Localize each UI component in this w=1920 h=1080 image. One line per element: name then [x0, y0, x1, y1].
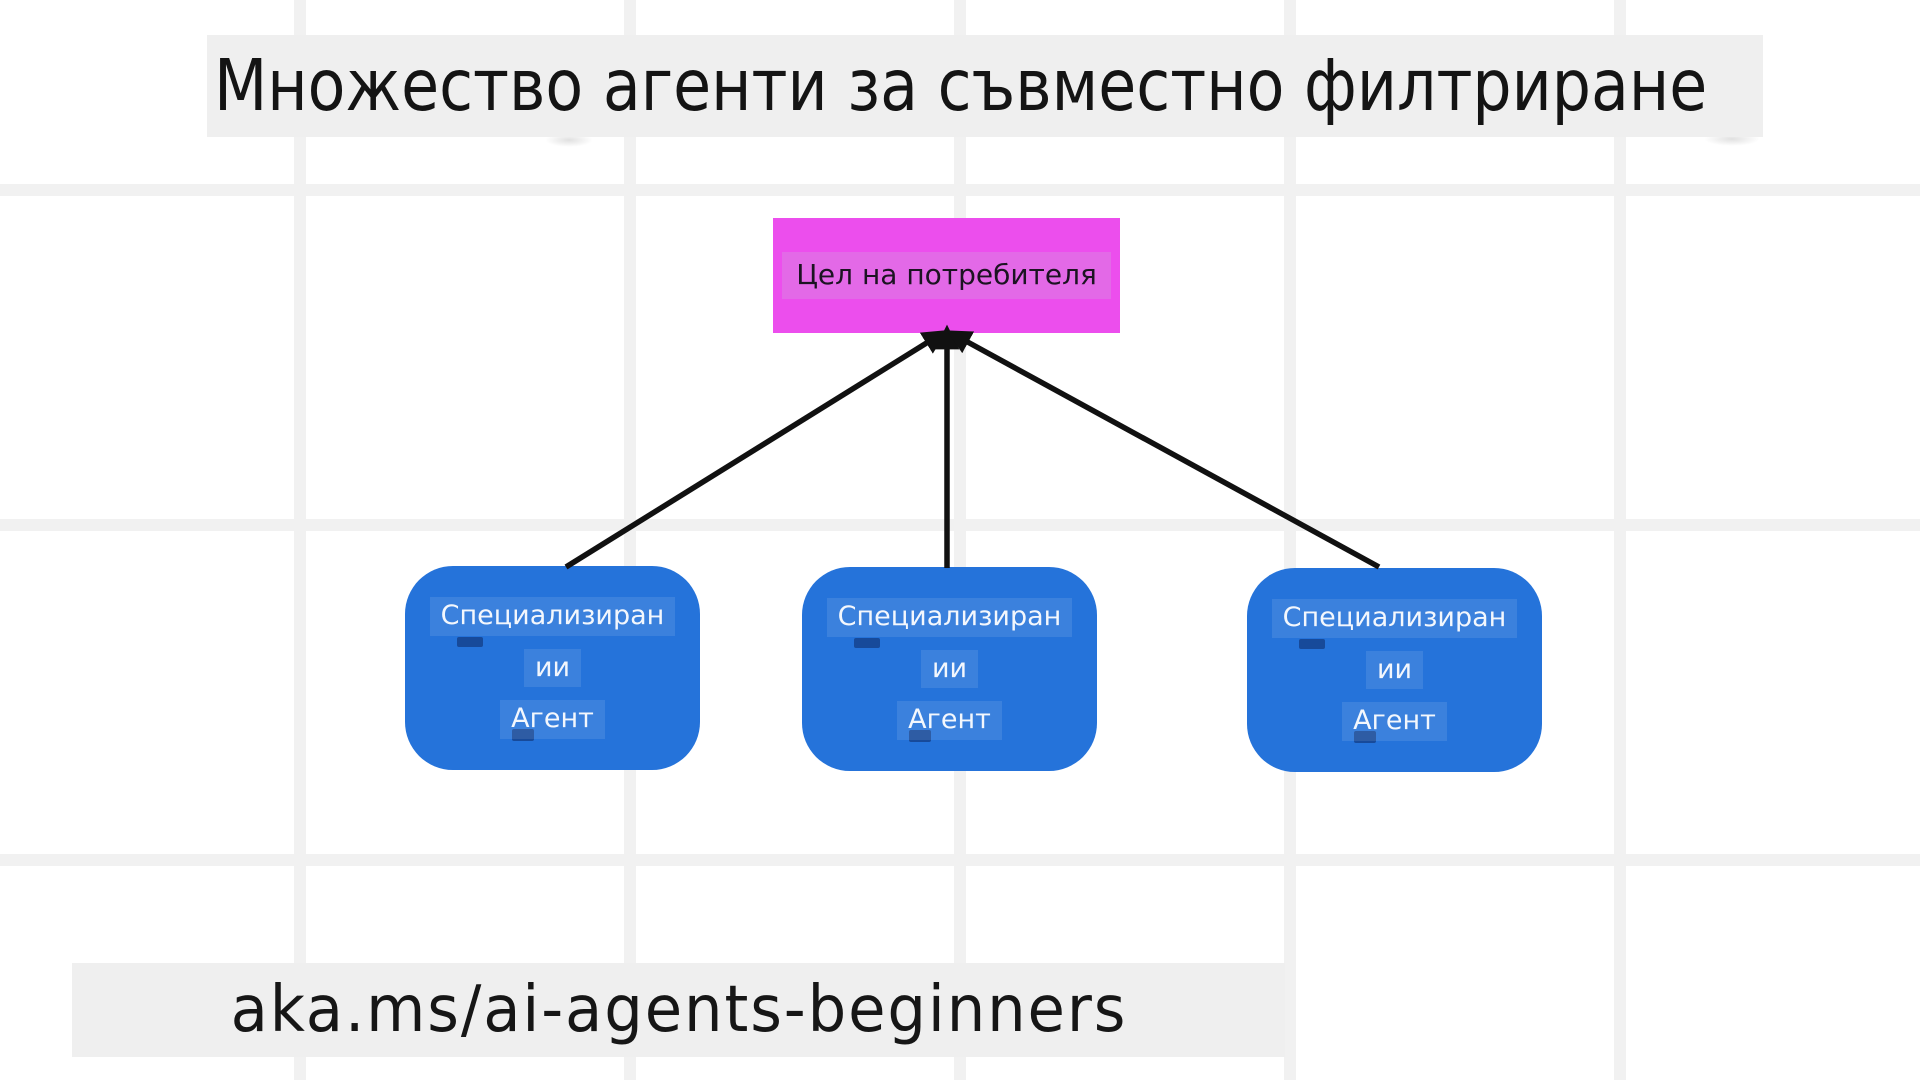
agent-node-3-label-line3: Агент: [1342, 702, 1447, 741]
agent-node-2-label-line1: Специализиран: [826, 598, 1073, 637]
text-artifact: [909, 730, 931, 742]
footer-link-text: aka.ms/ai-agents-beginners: [230, 973, 1127, 1047]
agent-node-2: Специализиран ии Агент: [802, 567, 1097, 771]
title-banner: Множество агенти за съвместно филтриране: [207, 35, 1763, 137]
agent-node-2-label-line2: ии: [920, 649, 979, 689]
text-artifact: [854, 638, 880, 648]
footer-banner: aka.ms/ai-agents-beginners: [72, 963, 1285, 1057]
agent-node-3-label-line1: Специализиран: [1271, 599, 1518, 638]
slide-title: Множество агенти за съвместно филтриране: [213, 44, 1708, 127]
text-artifact: [512, 729, 534, 741]
agent-node-3: Специализиран ии Агент: [1247, 568, 1542, 772]
agent-node-1: Специализиран ии Агент: [405, 566, 700, 770]
text-artifact: [1354, 731, 1376, 743]
agent-node-2-label-line3: Агент: [897, 701, 1002, 740]
agent-node-3-label-line2: ии: [1365, 650, 1424, 690]
goal-node: Цел на потребителя: [773, 218, 1120, 333]
text-artifact: [457, 637, 483, 647]
agent-node-1-label-line3: Агент: [500, 700, 605, 739]
agent-node-1-label-line2: ии: [523, 648, 582, 688]
goal-node-label: Цел на потребителя: [782, 252, 1111, 299]
agent-node-1-label-line1: Специализиран: [429, 597, 676, 636]
text-artifact: [1299, 639, 1325, 649]
